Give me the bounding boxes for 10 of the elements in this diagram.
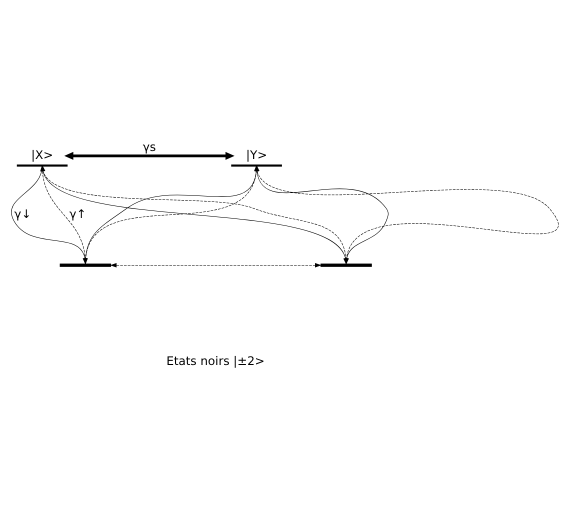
- edge-label: γs: [142, 139, 156, 154]
- label: Etats noirs |±2>: [166, 354, 265, 368]
- node-bar: [60, 263, 112, 266]
- node-text: |X>: [31, 147, 54, 162]
- arrow: [64, 151, 235, 160]
- edge-label: γ↓: [14, 206, 32, 220]
- edge-label: γ↑: [69, 206, 86, 220]
- node-bar: [320, 263, 372, 266]
- arrow: [110, 262, 322, 267]
- node-text: |Y>: [246, 147, 268, 162]
